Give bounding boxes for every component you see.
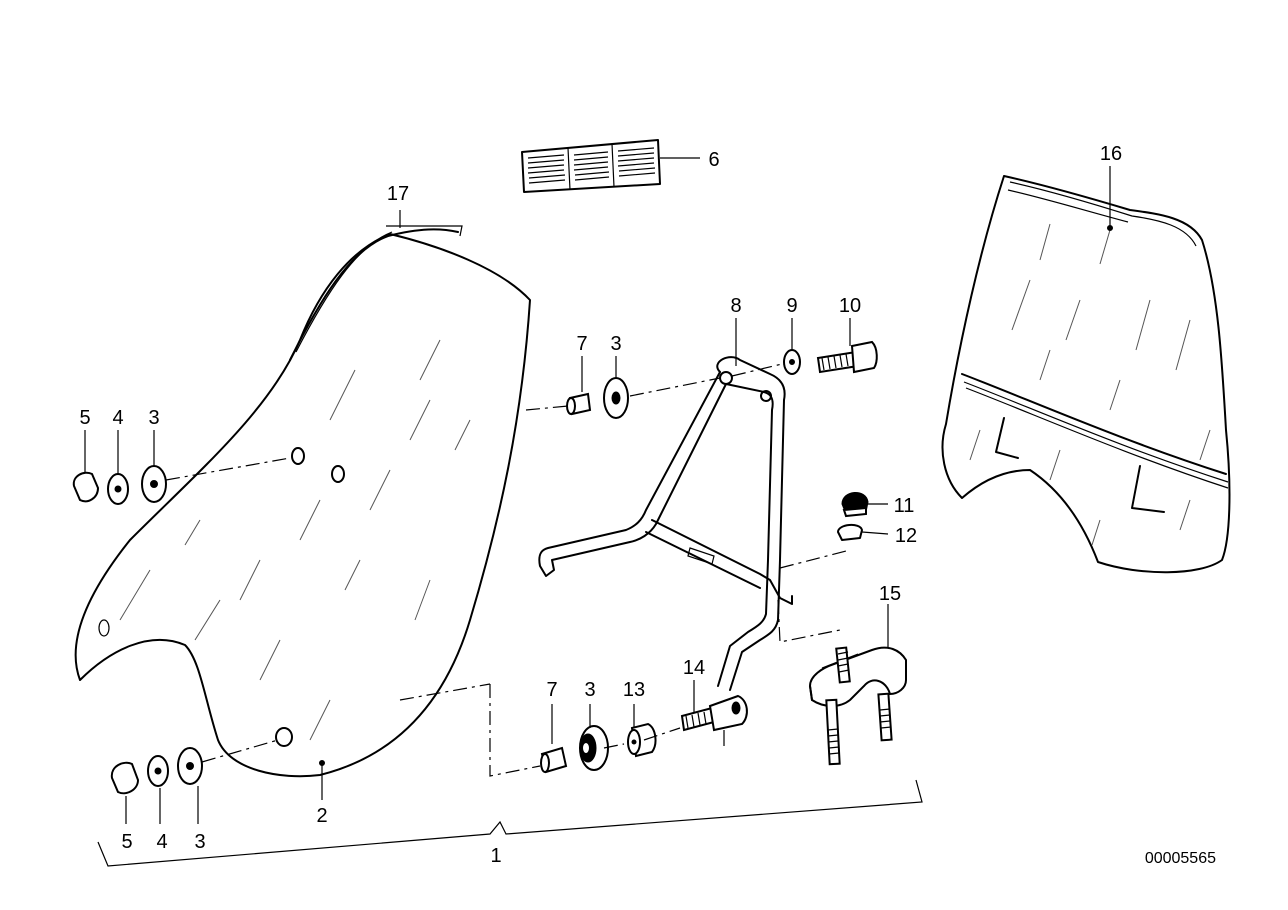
- callout-3-upper-left: 3: [148, 407, 159, 429]
- mounting-bracket: [538, 318, 851, 691]
- fairing-shell: [74, 225, 531, 800]
- callout-9: 9: [786, 295, 797, 317]
- callout-3-lower-left: 3: [194, 831, 205, 853]
- callout-13: 13: [623, 679, 645, 701]
- callout-10: 10: [839, 295, 861, 317]
- washer-and-bolt: [731, 318, 878, 377]
- callout-2: 2: [316, 805, 327, 827]
- grille-emblem: [521, 139, 700, 193]
- callout-4-upper: 4: [112, 407, 123, 429]
- diagram-number: 00005565: [1145, 850, 1216, 867]
- callout-3-lower-center: 3: [584, 679, 595, 701]
- callout-17: 17: [387, 183, 409, 205]
- windshield-assembly: [941, 166, 1231, 574]
- callout-16: 16: [1100, 143, 1122, 165]
- callout-1: 1: [490, 845, 501, 867]
- callout-3-upper-center: 3: [610, 333, 621, 355]
- upper-spacer-grommet: [525, 356, 721, 419]
- callout-12: 12: [895, 525, 917, 547]
- callout-7-upper: 7: [576, 333, 587, 355]
- assembly-brace: [97, 210, 923, 867]
- callout-11: 11: [894, 495, 915, 517]
- callout-5-lower: 5: [121, 831, 132, 853]
- left-upper-fasteners: [72, 430, 291, 505]
- callout-5-upper: 5: [79, 407, 90, 429]
- callout-8: 8: [730, 295, 741, 317]
- callout-15: 15: [879, 583, 901, 605]
- handlebar-clamp: [808, 604, 907, 766]
- callout-labels: 1 2 3 3 3 3 4 4 5 5 6 7 7 8 9 10 11 12 1…: [79, 143, 1122, 867]
- cap-nut-and-lock-washer: [837, 492, 889, 541]
- callout-4-lower: 4: [156, 831, 167, 853]
- lower-mounting-hardware: [489, 680, 748, 777]
- callout-6: 6: [708, 149, 719, 171]
- left-lower-fasteners: [110, 739, 279, 824]
- callout-14: 14: [683, 657, 705, 679]
- callout-7-lower: 7: [546, 679, 557, 701]
